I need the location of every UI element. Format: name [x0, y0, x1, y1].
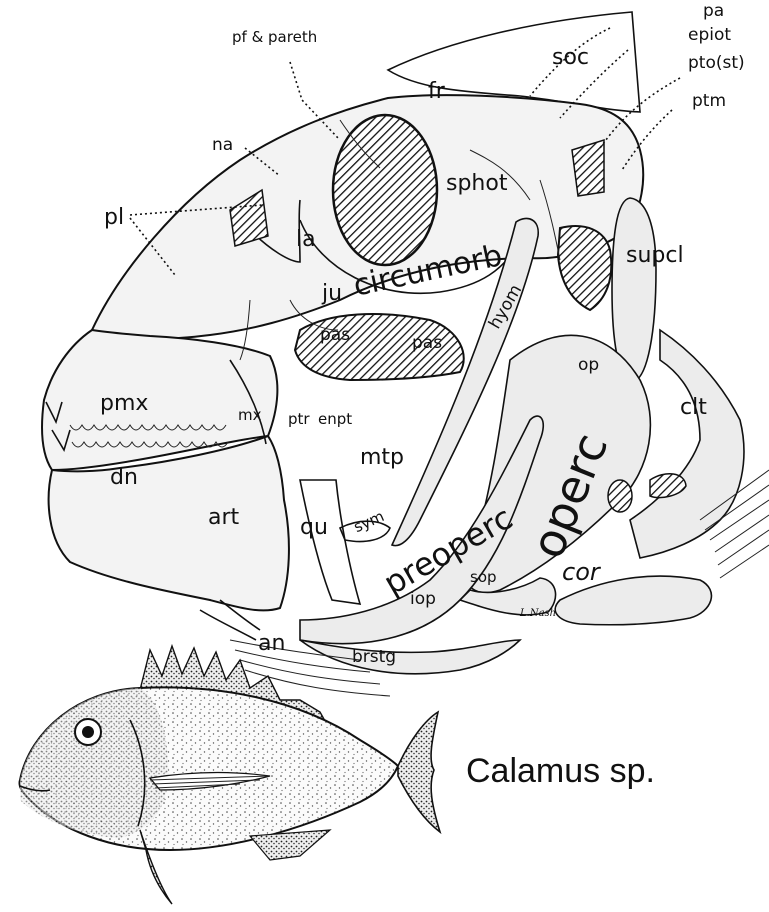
anal-fin — [250, 830, 330, 860]
label-pmx: pmx — [100, 391, 148, 416]
label-mx: mx — [238, 406, 262, 424]
label-pa: pa — [703, 1, 724, 21]
fish-head-shading — [20, 688, 168, 838]
label-ptm: ptm — [692, 91, 726, 111]
whole-fish-drawing — [19, 646, 440, 904]
quadrate-outline — [300, 480, 360, 604]
label-ptr: ptr — [288, 410, 310, 428]
label-fr: fr — [428, 79, 446, 104]
label-brstg: brstg — [352, 647, 396, 667]
label-la: la — [296, 227, 316, 252]
label-pto-st: pto(st) — [688, 53, 745, 73]
label-sop: sop — [470, 568, 497, 586]
label-clt: clt — [680, 395, 707, 420]
label-pas-2: pas — [412, 333, 442, 353]
label-sym: sym — [351, 507, 387, 536]
caudal-fin — [398, 712, 440, 832]
label-cor: cor — [562, 558, 602, 586]
artist-signature: L.Nash — [519, 608, 556, 619]
label-pl: pl — [104, 205, 124, 230]
label-op: op — [578, 355, 599, 375]
foramen-1 — [608, 480, 632, 512]
label-sphot: sphot — [446, 171, 508, 196]
label-epiot: epiot — [688, 25, 731, 45]
label-dn: dn — [110, 465, 138, 490]
label-soc: soc — [552, 45, 589, 70]
fish-pupil — [82, 726, 94, 738]
label-pf-pareth: pf & pareth — [232, 28, 317, 46]
label-na: na — [212, 135, 233, 155]
upper-cavity — [572, 140, 604, 196]
label-supcl: supcl — [626, 243, 684, 268]
label-qu: qu — [300, 515, 328, 540]
label-ju: ju — [321, 281, 342, 306]
label-art: art — [208, 505, 240, 530]
label-iop: iop — [410, 589, 436, 609]
label-mtp: mtp — [360, 445, 404, 470]
label-an: an — [258, 631, 285, 656]
figure-caption: Calamus sp. — [466, 752, 655, 790]
label-enpt: enpt — [318, 410, 352, 428]
posterior-cavity — [558, 226, 611, 310]
orbit — [333, 115, 437, 265]
label-pas-1: pas — [320, 325, 350, 345]
